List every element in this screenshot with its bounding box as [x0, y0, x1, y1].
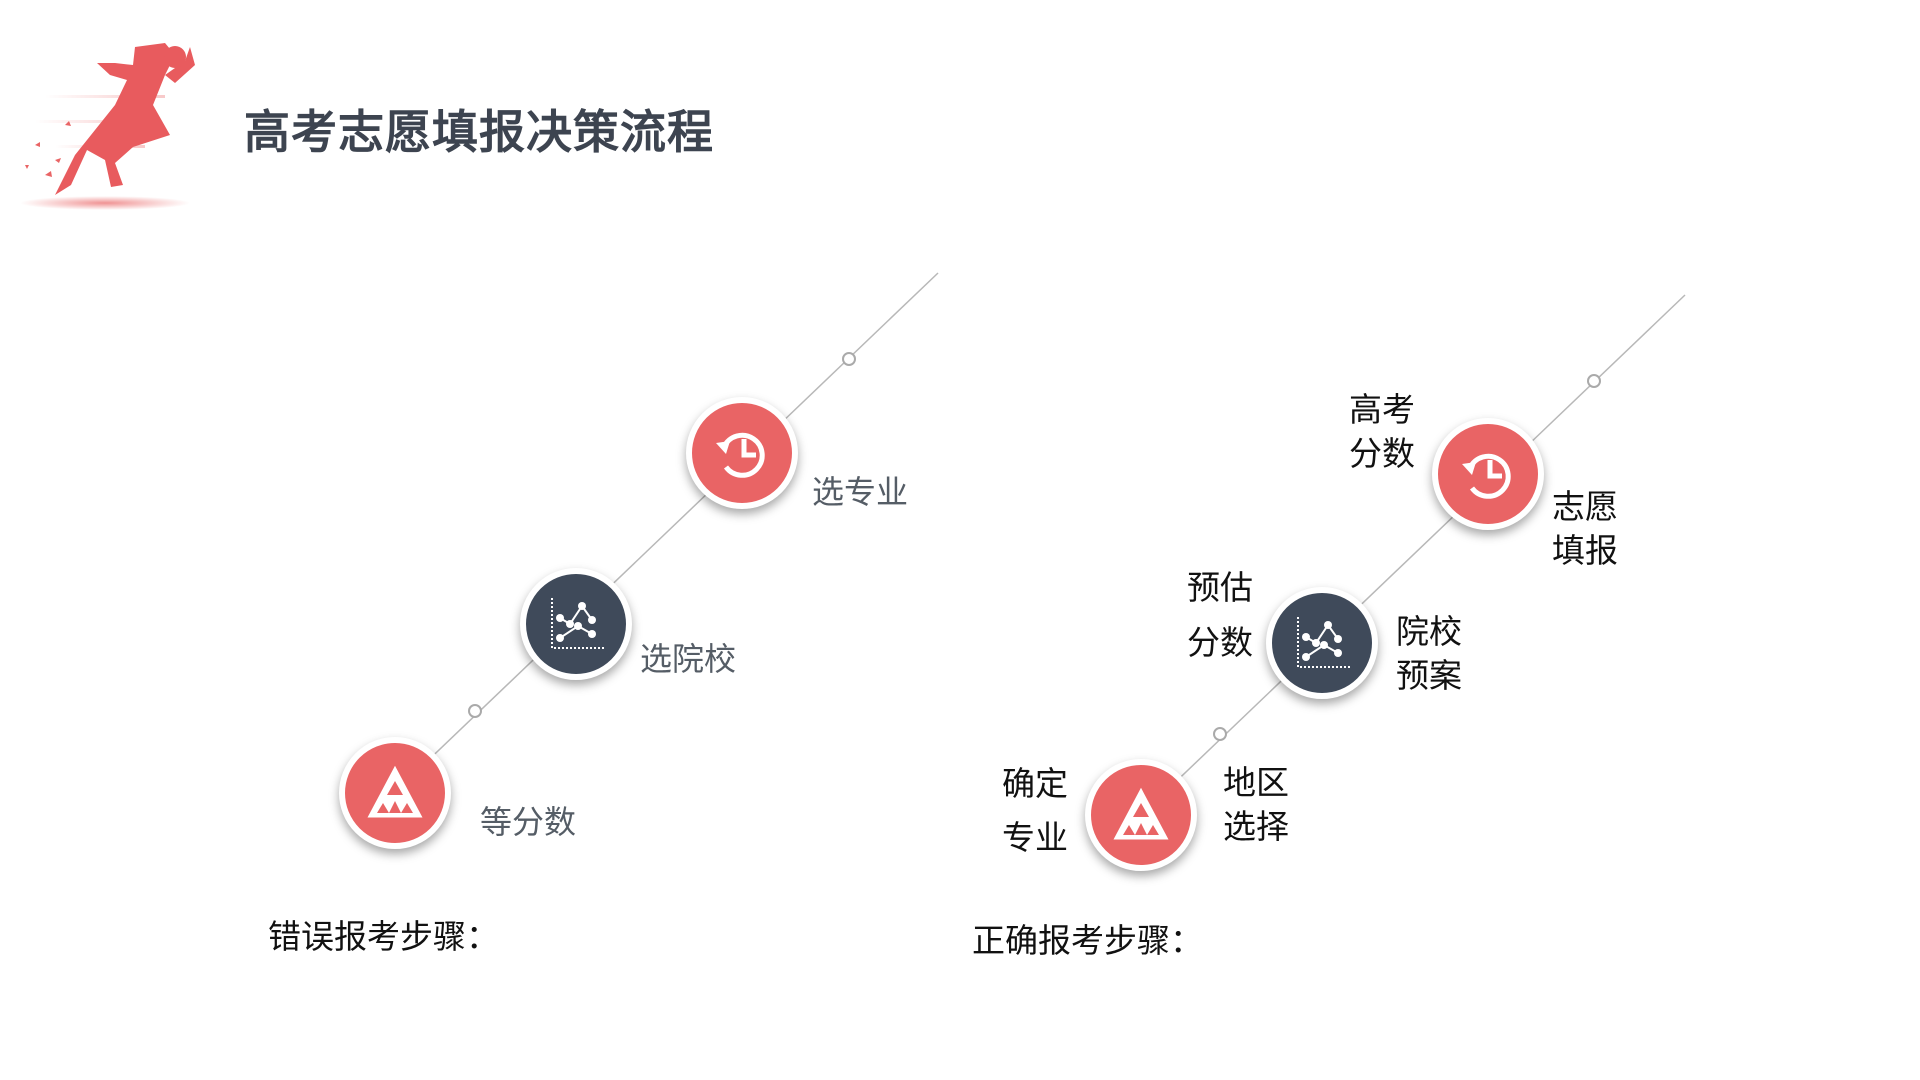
step-node-clock [686, 397, 798, 509]
step-left-label: 高考分数 [1349, 390, 1415, 473]
step-node-triangle [339, 737, 451, 849]
step-node-triangle [1085, 759, 1197, 871]
step-right-label: 地区选择 [1223, 763, 1289, 846]
wrong-step-label: 选院校 [640, 640, 737, 678]
wrong-step-label: 选专业 [812, 473, 909, 511]
line-dot [842, 352, 856, 366]
step-node-chart [520, 568, 632, 680]
step-right-label: 志愿填报 [1552, 487, 1618, 570]
line-chart-icon [1297, 617, 1350, 668]
triangle-icon [367, 765, 423, 818]
wrong-step-label: 等分数 [480, 803, 577, 841]
page-title: 高考志愿填报决策流程 [244, 105, 714, 159]
line-dot [1213, 727, 1227, 741]
line-dot [468, 704, 482, 718]
step-right-label: 院校预案 [1396, 612, 1462, 695]
step-node-clock [1432, 418, 1544, 530]
line-dot [1587, 374, 1601, 388]
runner-logo-icon [20, 43, 195, 210]
wrong-steps-caption: 错误报考步骤： [268, 917, 499, 956]
step-left-label: 确定专业 [1002, 764, 1068, 857]
line-chart-icon [551, 598, 604, 649]
step-left-label: 预估分数 [1187, 568, 1253, 662]
triangle-icon [1113, 787, 1169, 840]
right-steps-caption: 正确报考步骤： [972, 921, 1203, 960]
clock-history-icon [716, 432, 765, 478]
clock-history-icon [1462, 453, 1511, 499]
step-node-chart [1266, 587, 1378, 699]
